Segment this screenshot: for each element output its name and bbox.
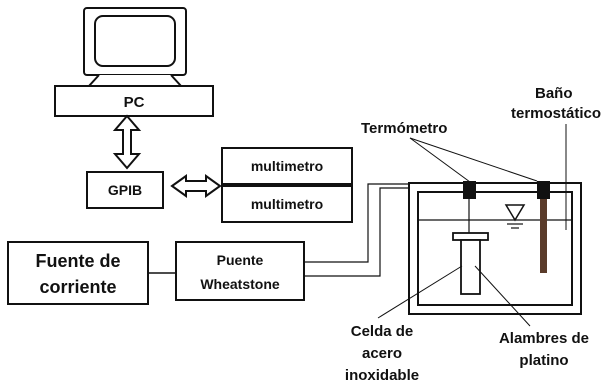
puente-label-line2: Wheatstone (200, 276, 280, 292)
termometro-pointer-1 (409, 137, 471, 183)
termometro-label: Termómetro (361, 120, 447, 137)
multimetro-box-2 (221, 185, 353, 223)
pc-box (54, 85, 214, 117)
alambres-pointer (474, 265, 531, 327)
pc-label: PC (124, 94, 145, 111)
computer-monitor-icon (83, 7, 187, 87)
puente-box (175, 241, 305, 301)
celda-label-line2: acero (362, 345, 402, 362)
termometro-pointer-2 (409, 137, 538, 182)
fuente-box (7, 241, 149, 305)
celda-label-line1: Celda de (351, 323, 414, 340)
double-headed-arrow-icon (170, 174, 222, 198)
alambres-label-line2: platino (519, 352, 568, 369)
bano-label-line2: termostático (511, 105, 601, 122)
celda-pointer (377, 265, 463, 319)
cell-clamp (463, 181, 476, 199)
puente-label-line1: Puente (217, 252, 264, 268)
thermostat-bar (540, 185, 547, 273)
thermometer-clamp (537, 181, 550, 199)
cell-body (460, 239, 481, 295)
celda-label-line3: inoxidable (345, 367, 419, 384)
multimetro-label-2: multimetro (251, 196, 323, 212)
cell-lid (452, 232, 489, 241)
alambres-label-line1: Alambres de (499, 330, 589, 347)
gpib-box (86, 171, 164, 209)
gpib-label: GPIB (108, 182, 142, 198)
double-headed-arrow-icon (112, 114, 142, 170)
inverted-triangle-level-icon (504, 204, 526, 229)
bano-label-line1: Baño (535, 85, 573, 102)
multimetro-label-1: multimetro (251, 158, 323, 174)
multimetro-box-1 (221, 147, 353, 185)
fuente-label-line2: corriente (39, 277, 116, 297)
fuente-label-line1: Fuente de (35, 251, 120, 271)
